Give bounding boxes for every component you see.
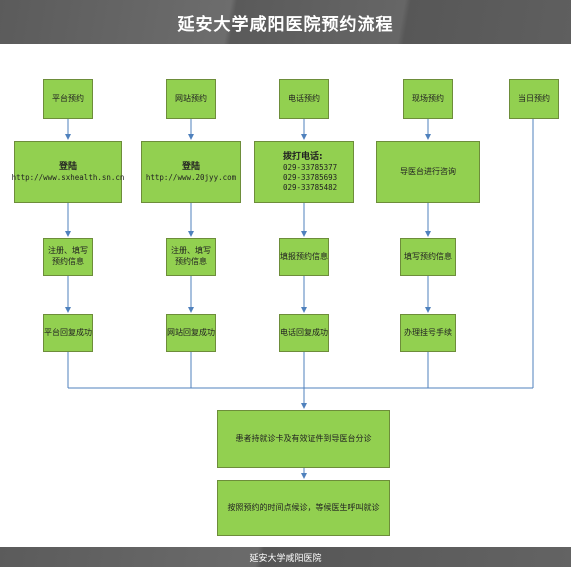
triage-step-box: 患者持就诊卡及有效证件到导医台分诊 [217,410,390,468]
website-success-label: 网站回复成功 [167,327,215,337]
phone-number-2: 029-33785693 [283,173,338,182]
onsite-success-label: 办理挂号手续 [404,327,452,337]
platform-register-box: 注册、填写 预约信息 [43,238,93,276]
onsite-booking-box: 现场预约 [403,79,453,119]
website-login-url: http://www.20jyy.com [145,173,237,182]
platform-success-box: 平台回复成功 [43,314,93,352]
sameday-booking-box: 当日预约 [509,79,559,119]
website-login-title: 登陆 [181,161,200,172]
website-success-box: 网站回复成功 [166,314,216,352]
website-register-line1: 注册、填写 [171,246,211,256]
platform-login-box: 登陆 http://www.sxhealth.sn.cn [11,141,125,203]
phone-call-title: 拨打电话: [283,151,323,162]
page-footer: 延安大学咸阳医院 [0,547,571,567]
website-booking-label: 网站预约 [175,93,207,103]
phone-number-3: 029-33785482 [283,183,338,193]
phone-success-box: 电话回复成功 [279,314,329,352]
platform-register-line1: 注册、填写 [48,246,88,256]
platform-success-label: 平台回复成功 [44,327,92,337]
onsite-register-label: 填写预约信息 [404,251,452,261]
phone-number-1: 029-33785377 [283,162,338,172]
platform-register-line2: 预约信息 [52,257,84,266]
platform-booking-box: 平台预约 [43,79,93,119]
onsite-register-box: 填写预约信息 [400,238,456,276]
phone-success-label: 电话回复成功 [280,327,328,337]
wait-step-label: 按照预约的时间点候诊，等候医生呼叫就诊 [227,502,380,512]
triage-step-label: 患者持就诊卡及有效证件到导医台分诊 [235,433,372,443]
platform-login-title: 登陆 [58,161,77,172]
sameday-booking-label: 当日预约 [518,93,550,103]
onsite-consult-box: 导医台进行咨询 [376,141,480,203]
onsite-consult-label: 导医台进行咨询 [400,166,456,176]
website-register-line2: 预约信息 [175,257,207,266]
platform-login-url: http://www.sxhealth.sn.cn [11,173,125,182]
onsite-success-box: 办理挂号手续 [400,314,456,352]
phone-register-box: 填报预约信息 [279,238,329,276]
phone-register-label: 填报预约信息 [280,251,328,261]
website-register-box: 注册、填写 预约信息 [166,238,216,276]
phone-booking-label: 电话预约 [288,93,320,103]
website-booking-box: 网站预约 [166,79,216,119]
website-login-box: 登陆 http://www.20jyy.com [141,141,241,203]
wait-step-box: 按照预约的时间点候诊，等候医生呼叫就诊 [217,480,390,536]
platform-booking-label: 平台预约 [52,93,84,103]
phone-booking-box: 电话预约 [279,79,329,119]
page-title: 延安大学咸阳医院预约流程 [0,0,571,44]
onsite-booking-label: 现场预约 [412,93,444,103]
phone-call-box: 拨打电话: 029-33785377 029-33785693 029-3378… [254,141,354,203]
